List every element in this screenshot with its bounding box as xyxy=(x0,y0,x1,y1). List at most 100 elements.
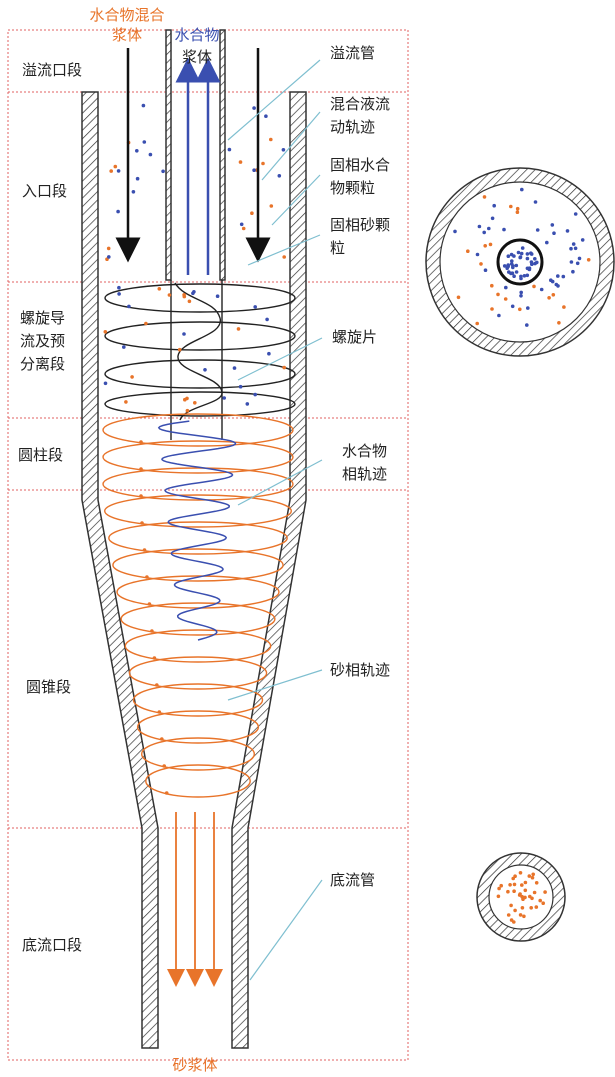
cross-section-particle xyxy=(574,212,578,216)
annot-mixed-flow-line1: 混合液流 xyxy=(330,95,390,113)
core-hydrate-particle xyxy=(530,252,534,256)
particle-dot xyxy=(269,138,273,142)
annot-spiral-vane: 螺旋片 xyxy=(332,328,377,346)
particle-dot xyxy=(239,385,243,389)
annot-hydrate-particle-line2: 物颗粒 xyxy=(330,179,375,197)
particle-dot xyxy=(252,106,256,110)
particle-dot xyxy=(242,227,246,231)
particle-dot xyxy=(267,352,271,356)
cross-section-particle xyxy=(552,231,556,235)
annot-hydrate-traj-line1: 水合物 xyxy=(342,442,387,460)
core-hydrate-particle xyxy=(526,274,530,278)
underflow-sand-particle xyxy=(531,876,535,880)
underflow-sand-particle xyxy=(521,906,525,910)
particle-dot xyxy=(117,169,121,173)
core-hydrate-particle xyxy=(507,270,511,274)
cross-section-particle xyxy=(547,296,551,300)
core-hydrate-particle xyxy=(512,254,516,258)
particle-dot xyxy=(237,327,241,331)
cross-section-particle xyxy=(489,243,493,247)
core-hydrate-particle xyxy=(521,246,525,250)
cross-section-particle xyxy=(520,188,524,192)
section-labels: 溢流口段 入口段 螺旋导 流及预 分离段 圆柱段 圆锥段 底流口段 xyxy=(18,61,82,954)
underflow-sand-particle xyxy=(506,890,510,894)
cross-section-particle xyxy=(491,217,495,221)
particle-dot xyxy=(191,292,195,296)
cross-section-particle xyxy=(490,307,494,311)
cross-section-particle xyxy=(496,293,500,297)
underflow-sand-particle xyxy=(519,913,523,917)
cross-section-particle xyxy=(484,268,488,272)
cross-section-particle xyxy=(504,286,508,290)
cross-section-particle xyxy=(483,195,487,199)
sand-trajectory-dot xyxy=(155,683,159,687)
sand-trajectory-dot xyxy=(139,440,143,444)
cross-section-particle xyxy=(566,229,570,233)
particle-dot xyxy=(107,247,111,251)
particle-dot xyxy=(114,165,118,169)
core-hydrate-particle xyxy=(526,257,530,261)
sand-trajectory-dot xyxy=(148,602,152,606)
underflow-sand-particle xyxy=(497,887,501,891)
underflow-sand-particle xyxy=(513,883,517,887)
particle-dot xyxy=(104,382,108,386)
particle-dot xyxy=(116,210,120,214)
particle-dot xyxy=(193,401,197,405)
underflow-sand-particle xyxy=(511,877,515,881)
particle-dot xyxy=(182,332,186,336)
cross-section-particle xyxy=(587,258,591,262)
core-hydrate-particle xyxy=(533,257,537,261)
cross-section-particle xyxy=(502,228,506,232)
particle-dot xyxy=(240,223,244,227)
sand-trajectory-dot xyxy=(153,656,157,660)
sand-trajectory-dot xyxy=(158,710,162,714)
sand-trajectory-dot xyxy=(165,791,169,795)
cross-section-particle xyxy=(571,270,575,274)
annot-sand-particle-line1: 固相砂颗 xyxy=(330,216,390,234)
core-hydrate-particle xyxy=(507,254,511,258)
core-hydrate-particle xyxy=(517,251,521,255)
inlet-slurry-label-line1: 水合物混合 xyxy=(89,6,164,24)
cross-section-particle xyxy=(466,249,470,253)
annot-sand-particle-line2: 粒 xyxy=(330,239,345,257)
sand-trajectory-dot xyxy=(150,629,154,633)
cross-section-particle xyxy=(504,297,508,301)
annot-overflow-pipe: 溢流管 xyxy=(330,44,375,62)
underflow-sand-particle xyxy=(529,906,533,910)
particle-dot xyxy=(203,368,207,372)
core-hydrate-particle xyxy=(519,275,523,279)
core-hydrate-particle xyxy=(511,266,515,270)
underflow-sand-particle xyxy=(509,904,513,908)
cross-section-particle xyxy=(509,205,513,209)
section-cylinder: 圆柱段 xyxy=(18,446,63,464)
particle-dot xyxy=(188,300,192,304)
underflow-sand-particle xyxy=(535,905,539,909)
cross-section-particle xyxy=(519,291,523,295)
underflow-sand-particle xyxy=(535,881,539,885)
particle-dot xyxy=(158,287,162,291)
underflow-sand-particle xyxy=(519,871,523,875)
cross-section-particle xyxy=(570,260,574,264)
cross-section-particle xyxy=(534,200,538,204)
particle-dot xyxy=(122,345,126,349)
cross-section-particle xyxy=(574,247,578,251)
particle-dot xyxy=(161,170,165,174)
underflow-sand-particle xyxy=(541,901,545,905)
core-hydrate-particle xyxy=(515,270,519,274)
particle-dot xyxy=(265,318,269,322)
cross-section-particle xyxy=(492,204,496,208)
spiral-vanes xyxy=(105,280,295,440)
cross-section-particle xyxy=(487,227,491,231)
annot-sand-trajectory: 砂相轨迹 xyxy=(330,661,390,679)
core-hydrate-particle xyxy=(528,266,532,270)
inlet-slurry-label-line2: 浆体 xyxy=(112,26,142,44)
particle-dot xyxy=(186,409,190,413)
particle-dot xyxy=(130,375,134,379)
sand-trajectory-dot xyxy=(139,467,143,471)
particle-dot xyxy=(132,190,136,194)
cross-section-particle xyxy=(562,305,566,309)
particle-dot xyxy=(117,292,121,296)
particle-dot xyxy=(253,305,257,309)
cross-section-particle xyxy=(552,293,556,297)
sand-trajectory-dot xyxy=(140,521,144,525)
